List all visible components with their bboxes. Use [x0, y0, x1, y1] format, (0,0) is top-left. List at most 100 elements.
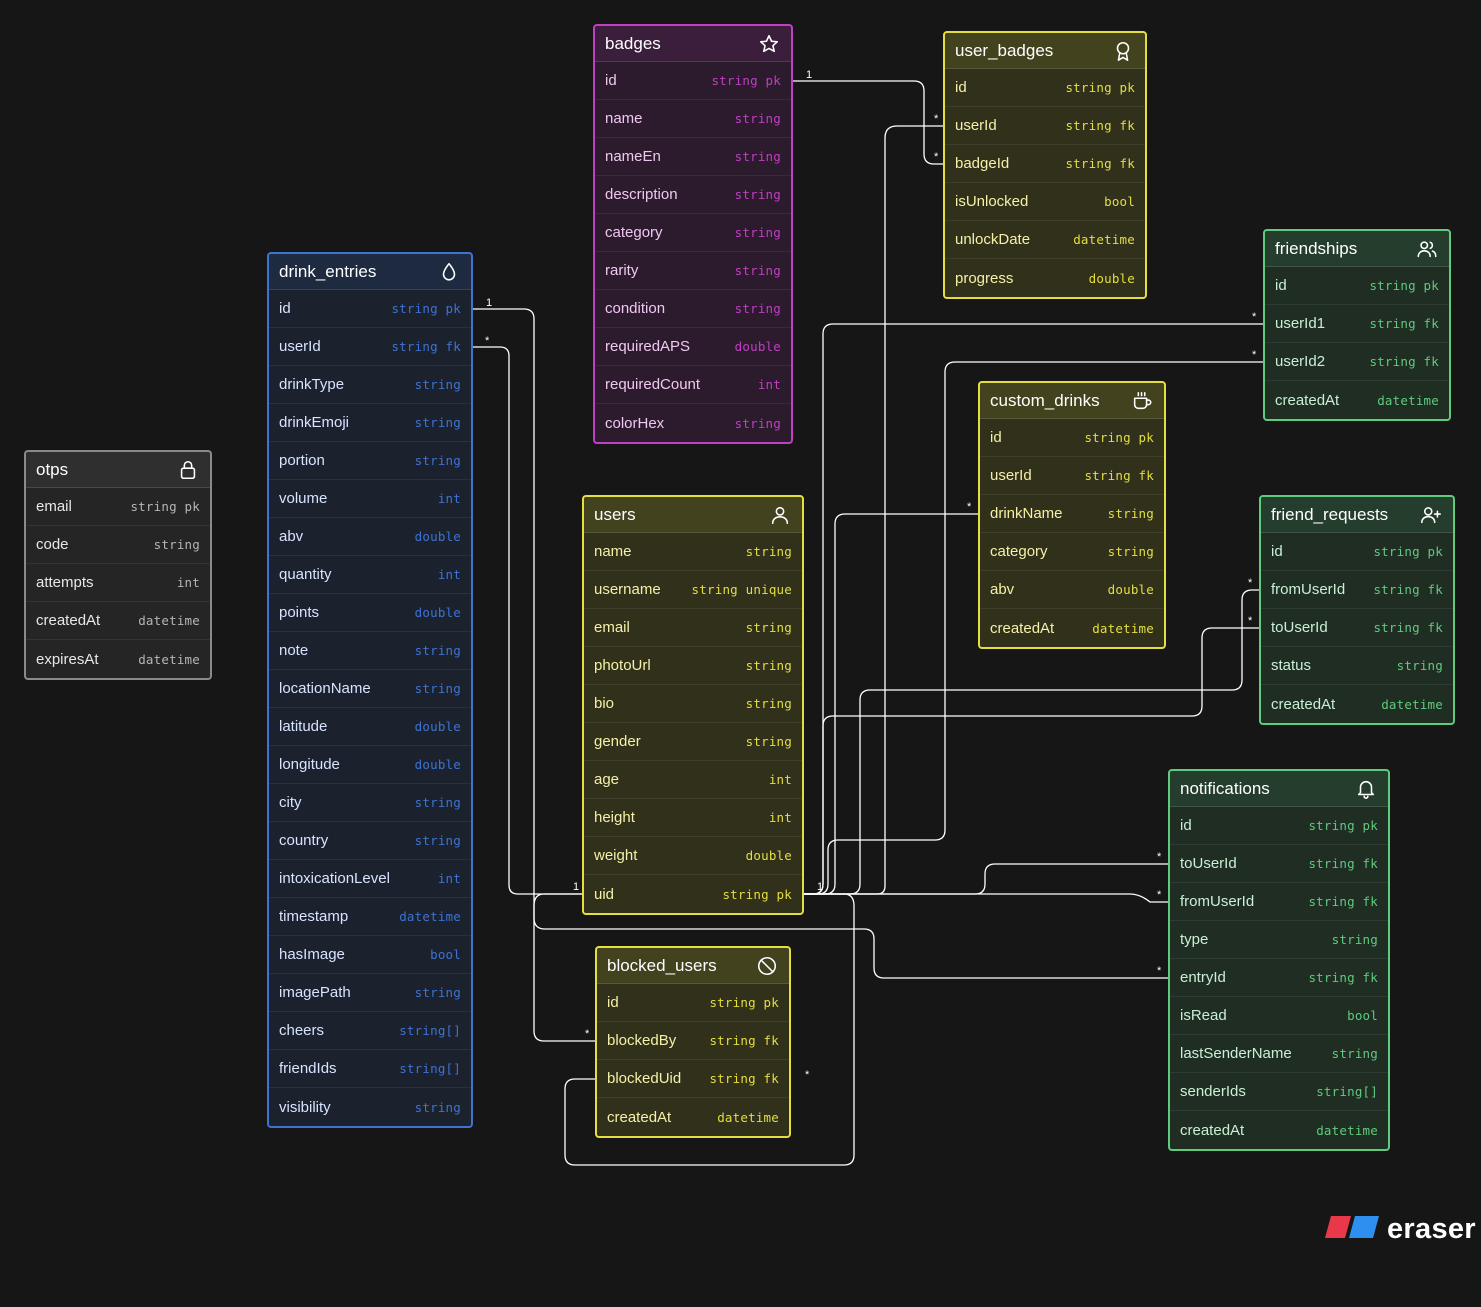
table-header[interactable]: friendships — [1265, 231, 1449, 267]
relation-line-blocked-users-blocked-by[interactable] — [533, 893, 595, 1042]
table-header[interactable]: user_badges — [945, 33, 1145, 69]
table-header[interactable]: blocked_users — [597, 948, 789, 984]
table-header[interactable]: custom_drinks — [980, 383, 1164, 419]
table-header[interactable]: notifications — [1170, 771, 1388, 807]
table-header[interactable]: users — [584, 497, 802, 533]
relation-line-custom-drinks-user-id[interactable] — [804, 513, 978, 895]
table-header[interactable]: friend_requests — [1261, 497, 1453, 533]
relation-line-notifications-from-user-id[interactable] — [804, 893, 1168, 903]
relation-line-notifications-to-user-id[interactable] — [804, 863, 1168, 895]
relation-line-user-badges-badge-id[interactable] — [793, 80, 943, 165]
table-header[interactable]: badges — [595, 26, 791, 62]
table-header[interactable]: drink_entries — [269, 254, 471, 290]
relation-line-user-badges-user-id[interactable] — [804, 125, 943, 895]
table-header[interactable]: otps — [26, 452, 210, 488]
eraser-brand[interactable]: eraser — [1325, 1213, 1476, 1246]
